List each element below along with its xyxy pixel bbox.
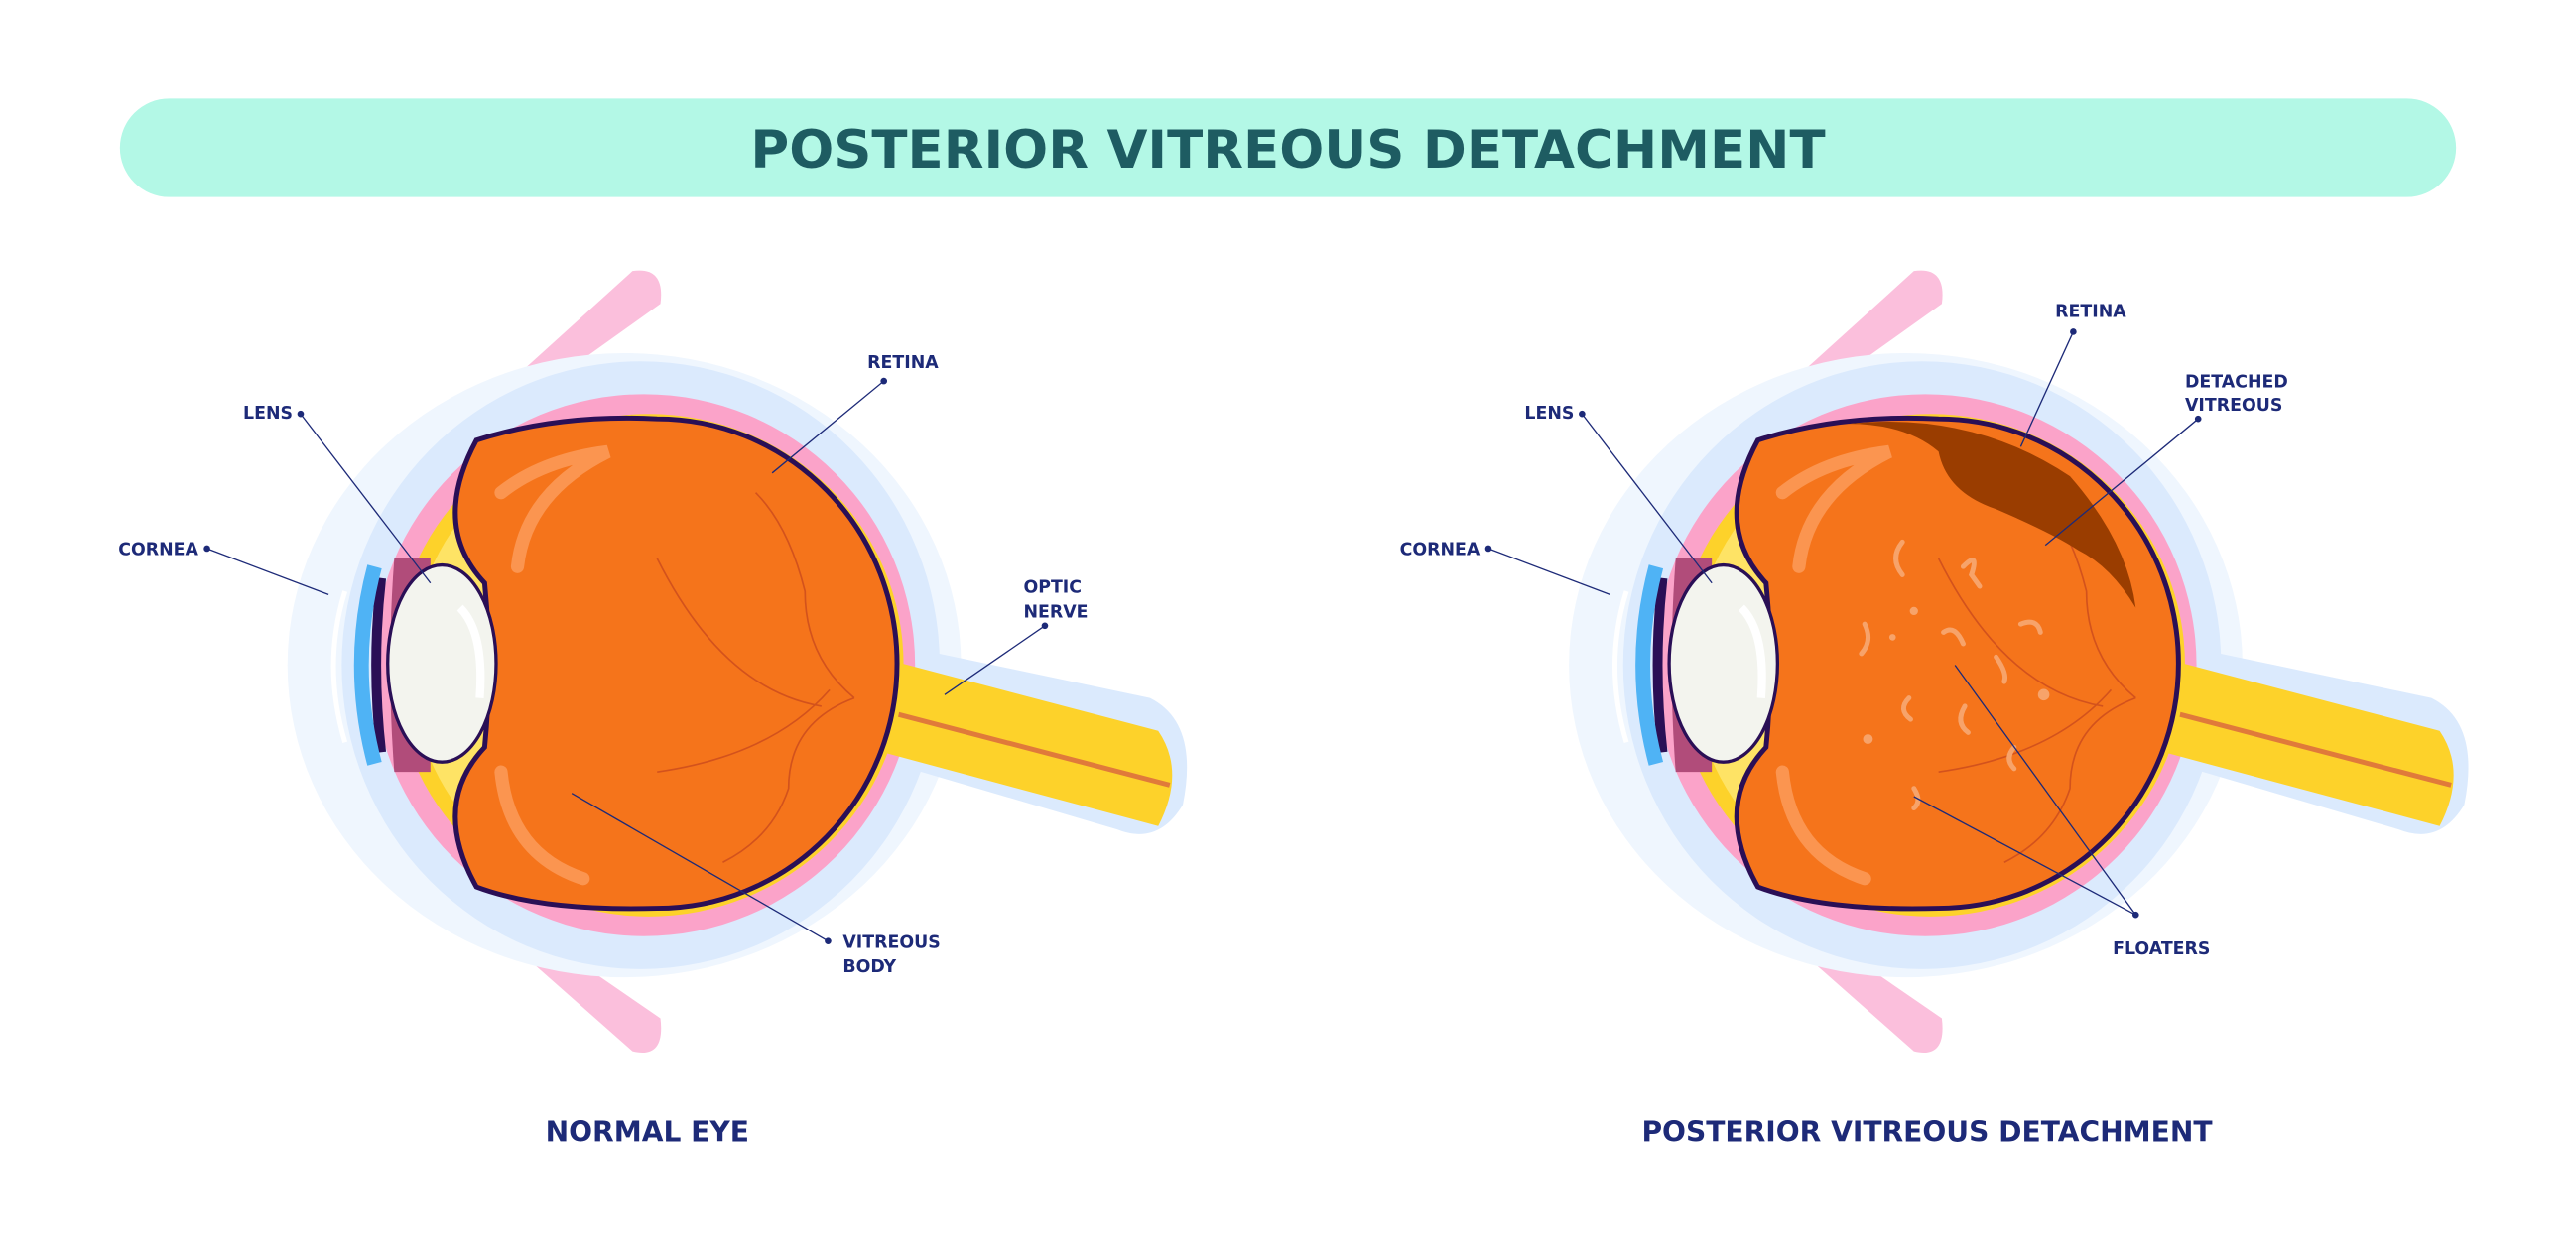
label-cornea: CORNEA (1400, 541, 1481, 560)
label-retina: RETINA (867, 353, 939, 373)
label-lens: LENS (243, 404, 293, 424)
pvd-eye: LENS CORNEA RETINA DETACHED VITREOUS FLO… (1400, 271, 2469, 1149)
floaters (1859, 539, 2050, 811)
label-detached-vitreous: DETACHED (2185, 373, 2288, 393)
title-banner (119, 98, 2457, 197)
detached-vitreous-area (1848, 421, 2136, 608)
label-floaters: FLOATERS (2113, 939, 2210, 959)
label-cornea: CORNEA (118, 541, 198, 560)
normal-eye: LENS CORNEA RETINA OPTIC NERVE VITREOUS … (118, 271, 1187, 1149)
caption-pvd: POSTERIOR VITREOUS DETACHMENT (1641, 1116, 2213, 1149)
label-vitreous-body: VITREOUS (842, 932, 940, 952)
label-detached-vitreous-line2: VITREOUS (2185, 396, 2282, 416)
label-vitreous-body-line2: BODY (842, 957, 896, 977)
label-lens: LENS (1524, 404, 1574, 424)
label-optic-nerve: OPTIC (1023, 578, 1082, 598)
page-title: POSTERIOR VITREOUS DETACHMENT (750, 120, 1825, 181)
label-optic-nerve-line2: NERVE (1023, 603, 1088, 623)
caption-normal-eye: NORMAL EYE (546, 1116, 749, 1149)
label-retina: RETINA (2055, 303, 2126, 322)
